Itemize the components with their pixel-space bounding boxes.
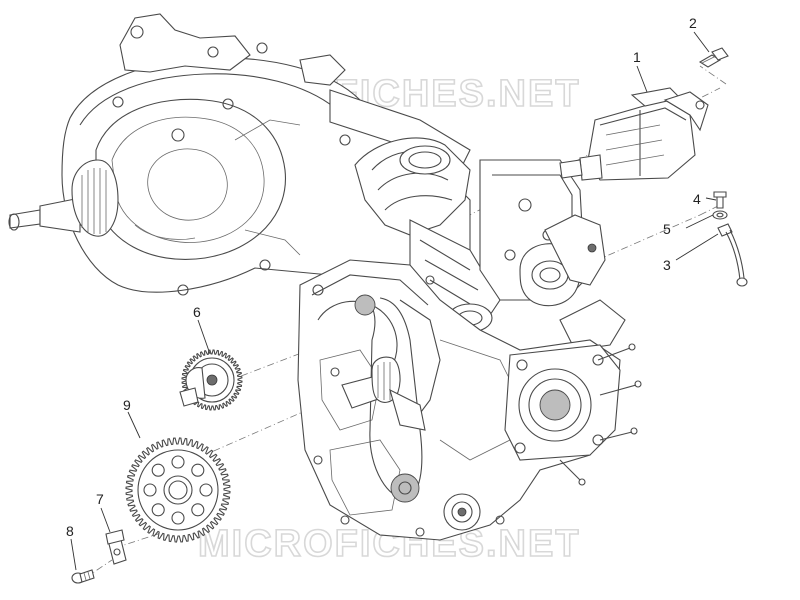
output-shaft	[8, 159, 119, 237]
callout-4: 4	[693, 191, 701, 207]
part-5-washer	[712, 210, 728, 220]
part-7-lock-plate	[105, 529, 127, 565]
part-2-bolt	[698, 47, 729, 68]
part-6-idler-gear	[179, 349, 243, 411]
callout-3: 3	[663, 257, 671, 273]
part-4-screw	[713, 191, 727, 209]
transmission-housing	[61, 13, 471, 296]
callout-5: 5	[663, 221, 671, 237]
crankshaft-stub	[341, 356, 426, 431]
part-3-ground-cable	[717, 223, 748, 287]
callout-leaders	[70, 31, 719, 571]
crankcase	[297, 259, 642, 541]
callout-8: 8	[66, 523, 74, 539]
part-9-sprocket	[125, 437, 231, 543]
timing-chain	[354, 294, 423, 503]
callout-labels: 1 2 3 4 5 6 7 8 9	[66, 15, 701, 539]
part-1-starter-motor	[559, 87, 709, 181]
callout-9: 9	[123, 397, 131, 413]
callout-1: 1	[633, 49, 641, 65]
callout-6: 6	[193, 304, 201, 320]
callout-7: 7	[96, 491, 104, 507]
throttle-body	[479, 159, 626, 351]
part-8-screw	[71, 569, 95, 584]
callout-2: 2	[689, 15, 697, 31]
